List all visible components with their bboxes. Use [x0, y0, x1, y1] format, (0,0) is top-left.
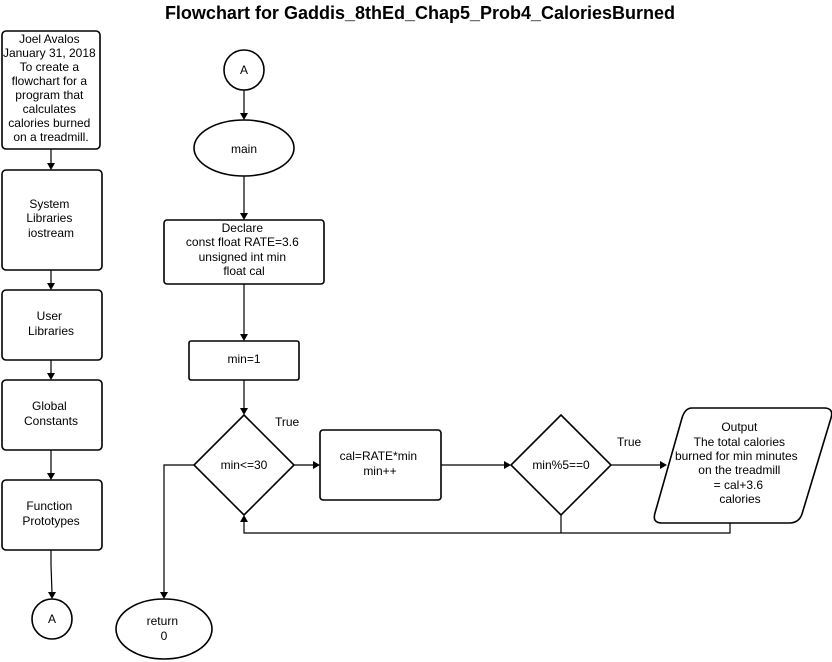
system-libraries-text: System Libraries iostream — [26, 197, 75, 240]
declare-text: Declare const float RATE=3.6 unsigned in… — [186, 221, 302, 278]
return-terminal: return 0 — [115, 598, 213, 660]
svg-text:min%5==0: min%5==0 — [532, 458, 590, 472]
init-box: min=1 — [188, 340, 300, 381]
left-connector-a: A — [31, 598, 73, 640]
return-text: return 0 — [147, 614, 182, 643]
loop-true-label: True — [275, 415, 300, 429]
global-constants-box: Global Constants — [1, 379, 103, 451]
main-flow-arrows — [160, 90, 731, 599]
system-libraries-box: System Libraries iostream — [1, 169, 103, 271]
user-libraries-box: User Libraries — [1, 289, 103, 361]
main-connector-a: A — [223, 49, 265, 91]
output-text: Output The total calories burned for min… — [675, 420, 801, 506]
svg-text:main: main — [231, 142, 257, 156]
global-constants-text: Global Constants — [24, 399, 78, 428]
user-libraries-text: User Libraries — [28, 309, 74, 338]
function-prototypes-box: Function Prototypes — [1, 479, 103, 551]
svg-text:A: A — [240, 63, 248, 77]
svg-text:min<=30: min<=30 — [221, 458, 268, 472]
declare-box: Declare const float RATE=3.6 unsigned in… — [163, 219, 325, 285]
process-text: cal=RATE*min min++ — [340, 449, 421, 478]
output-box: Output The total calories burned for min… — [653, 407, 832, 524]
loop-decision: min<=30 — [192, 413, 296, 517]
function-prototypes-text: Function Prototypes — [22, 499, 79, 528]
left-column-arrows — [47, 149, 56, 599]
check-true-label: True — [617, 435, 642, 449]
header-box: Joel Avalos January 31, 2018 To create a… — [1, 30, 101, 150]
check-decision: min%5==0 — [509, 413, 613, 517]
main-terminal: main — [193, 119, 295, 177]
diagram-title: Flowchart for Gaddis_8thEd_Chap5_Prob4_C… — [165, 3, 675, 23]
svg-text:A: A — [48, 612, 56, 626]
svg-text:min=1: min=1 — [227, 352, 260, 366]
header-text: Joel Avalos January 31, 2018 To create a… — [3, 32, 99, 144]
process-box: cal=RATE*min min++ — [319, 429, 442, 501]
